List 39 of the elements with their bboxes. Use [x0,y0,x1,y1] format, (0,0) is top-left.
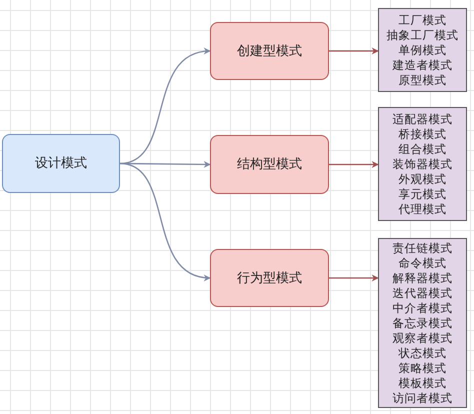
pattern-name: 备忘录模式 [392,316,452,330]
pattern-name: 访问者模式 [392,390,452,406]
pattern-name: 组合模式 [398,142,446,156]
arrow [329,161,379,168]
pattern-name: 原型模式 [398,72,446,88]
root-box [2,134,120,193]
category-box [210,249,329,307]
pattern-name: 桥接模式 [398,126,446,142]
list-box [378,8,467,92]
pattern-name: 状态模式 [398,346,446,360]
pattern-name: 中介者模式 [392,300,452,316]
pattern-name: 迭代器模式 [392,286,452,300]
pattern-name: 外观模式 [398,172,446,186]
box-label: 行为型模式 [237,270,302,286]
pattern-name: 模板模式 [398,376,446,390]
pattern-name: 解释器模式 [392,270,452,286]
pattern-name: 建造者模式 [392,58,452,72]
arrow [329,48,379,54]
pattern-name: 工厂模式 [398,12,446,28]
pattern-name: 责任链模式 [392,240,452,256]
pattern-name: 策略模式 [398,360,446,376]
pattern-name: 享元模式 [398,186,446,202]
pattern-name: 抽象工厂模式 [386,28,458,42]
arrow [120,162,211,280]
box-label: 创建型模式 [237,44,302,58]
pattern-name: 命令模式 [398,256,446,270]
pattern-name: 代理模式 [398,202,446,216]
arrow [329,274,379,282]
box-label: 设计模式 [35,156,87,171]
list-box [378,238,467,408]
pattern-name: 装饰器模式 [392,156,452,172]
arrow [120,48,211,164]
category-box [210,22,329,80]
category-box [210,135,329,194]
box-label: 结构型模式 [237,157,302,172]
pattern-name: 观察者模式 [392,330,452,346]
list-box [378,107,467,221]
pattern-name: 适配器模式 [392,112,452,126]
pattern-name: 单例模式 [398,42,446,58]
